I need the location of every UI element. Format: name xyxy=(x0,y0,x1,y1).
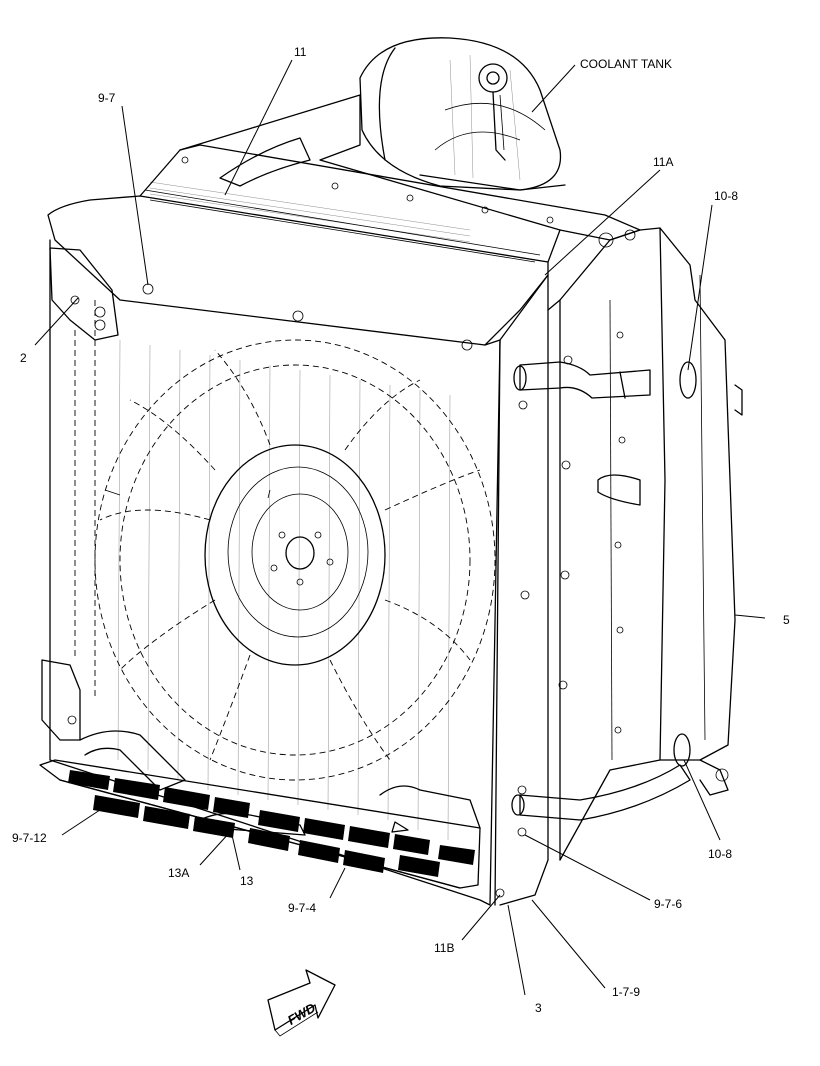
radiator-core xyxy=(49,239,501,906)
callout-9-7-12: 9-7-12 xyxy=(12,831,47,845)
cover-bolts xyxy=(614,331,626,734)
upper-hose xyxy=(513,361,651,399)
callout-9-7-6: 9-7-6 xyxy=(654,897,682,911)
callout-13a: 13A xyxy=(168,866,189,880)
callout-11: 11 xyxy=(294,45,307,59)
side-cover xyxy=(559,227,743,861)
guard-perforations xyxy=(68,770,475,877)
fwd-label: FWD xyxy=(285,1000,319,1028)
fan-hub-bolts xyxy=(270,531,334,586)
bottom-guard-screen xyxy=(39,759,481,889)
callout-1-7-9: 1-7-9 xyxy=(612,985,640,999)
top-tank-fasteners xyxy=(142,156,636,351)
callout-10-8-bottom: 10-8 xyxy=(708,847,732,861)
right-side-plate xyxy=(484,274,573,906)
side-plate-bolts xyxy=(495,355,573,898)
fan xyxy=(94,339,496,781)
callout-3: 3 xyxy=(535,1001,542,1015)
callout-10-8-top: 10-8 xyxy=(714,189,738,203)
lower-left-bracket xyxy=(41,659,186,791)
left-mount-bracket xyxy=(49,247,119,341)
fan-blades xyxy=(99,349,481,761)
callout-11a: 11A xyxy=(653,155,673,169)
callout-13: 13 xyxy=(240,874,254,888)
callout-9-7-4: 9-7-4 xyxy=(288,901,316,915)
top-shroud xyxy=(47,94,641,351)
callout-coolant-tank: COOLANT TANK xyxy=(580,57,672,71)
callout-2: 2 xyxy=(20,351,27,365)
lower-hose xyxy=(511,764,691,821)
callout-labels: 11 COOLANT TANK 9-7 11A 10-8 2 5 10-8 9-… xyxy=(12,45,790,1015)
callout-11b: 11B xyxy=(434,941,454,955)
callout-5: 5 xyxy=(783,613,790,627)
fwd-arrow: FWD xyxy=(267,969,336,1037)
callout-9-7-top: 9-7 xyxy=(98,91,116,105)
coolant-tank xyxy=(359,37,566,191)
leader-lines xyxy=(34,59,766,996)
